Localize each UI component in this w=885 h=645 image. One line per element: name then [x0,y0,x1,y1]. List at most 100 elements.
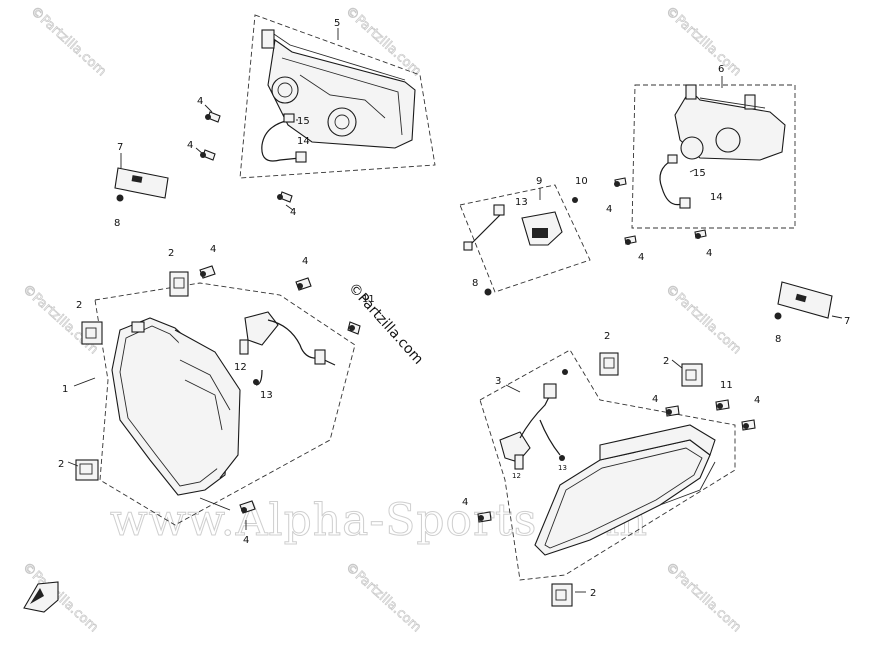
taillight-housing [267,39,416,149]
headlight-housing-edge [659,461,716,506]
clip-nut [551,583,573,607]
clip-nut [131,321,145,333]
callout-number: 4 [197,96,203,107]
screw-icon [277,191,293,203]
callout-number: 10 [575,176,588,187]
screw-icon [477,511,492,523]
headlight-reflector [184,379,223,431]
callout-labels: 5 6 4 4 15 14 4 7 8 9 10 13 8 4 15 14 4 … [58,18,850,599]
callout-number: 4 [302,256,308,267]
headlight-lens [534,439,711,556]
reflector-plate [114,167,169,199]
bulb-socket [271,76,299,104]
taillight-left-assembly [195,14,436,211]
bracket-tab [261,29,275,49]
leader-line [199,497,231,511]
watermark-partzilla: ©Partzilla.com [27,4,109,80]
screw-icon [774,312,782,320]
callout-number: 4 [606,204,612,215]
callout-number: 4 [638,252,644,263]
leader-line [195,147,204,155]
screw-icon [200,149,216,161]
taillight-bracket [699,97,766,109]
screw-icon [614,177,627,187]
screw-icon [295,277,312,291]
connector [667,154,678,164]
callout-number: 14 [297,136,310,147]
callout-number: 5 [334,18,340,29]
headlight-right-assembly [477,349,756,607]
leader-line [671,359,683,369]
callout-number: 15 [693,168,706,179]
connector [679,197,691,209]
clip-nut [681,363,703,387]
taillight-bracket [267,29,406,81]
bulb-base [239,339,249,355]
callout-number: 2 [590,588,596,599]
headlight-reflector [179,359,231,411]
callout-number: 4 [652,394,658,405]
connector [314,349,326,365]
screw-icon [694,229,707,239]
callout-number: 4 [462,497,468,508]
taillight-housing [674,89,786,161]
callout-number: 4 [290,207,296,218]
callout-number: 2 [58,459,64,470]
screw-icon [715,399,730,411]
callout-number: 4 [210,244,216,255]
license-light-assembly [459,184,591,296]
callout-number: 13 [558,464,567,472]
connector [463,241,473,251]
dashed-group-outline [631,84,796,229]
watermark-partzilla-center: ©Partzilla.com [345,280,426,368]
callout-number: 4 [187,140,193,151]
callout-number: 12 [512,472,521,480]
screw-icon [205,111,221,123]
dashed-group-outline [479,349,736,581]
dashed-group-outline [459,184,591,293]
clip-nut [81,321,103,345]
callout-number: 8 [472,278,478,289]
license-lamp-wire [469,214,501,246]
wire-harness [539,419,561,456]
callout-number: 3 [495,376,501,387]
callout-number: 2 [76,300,82,311]
front-direction-arrow-icon [23,581,59,613]
callout-number: 4 [706,248,712,259]
reflector-slot [131,175,143,183]
callout-number: 11 [720,380,733,391]
dashed-group-outline [239,14,436,179]
reflector-slot [795,293,807,303]
callout-number: 4 [754,395,760,406]
headlight-left-assembly [67,265,361,530]
taillight-edge [281,57,403,136]
leader-line [73,377,96,387]
screw-icon [665,405,680,417]
leader-line [67,461,79,467]
callout-number: 4 [243,535,249,546]
callout-number: 8 [775,334,781,345]
callout-number: 6 [718,64,724,75]
headlight-bulb [244,311,279,346]
headlight-housing-top [599,424,716,461]
callout-number: 13 [515,197,528,208]
watermark-partzilla: ©Partzilla.com [662,560,744,636]
callout-number: 14 [710,192,723,203]
clip-nut [599,352,619,376]
wire-harness [659,159,683,206]
bulb-socket-ring [277,82,293,98]
connector [543,383,557,399]
reflector-right [774,281,843,320]
bracket-tab [744,94,756,110]
bulb-socket [327,107,357,137]
clip-nut [75,459,99,481]
callout-number: 1 [62,384,68,395]
watermark-partzilla: ©Partzilla.com [662,282,744,358]
callout-number: 7 [117,142,123,153]
callout-number: 2 [663,356,669,367]
bulb-socket [680,136,704,160]
bulb-base [514,454,524,470]
leader-line [689,169,695,173]
